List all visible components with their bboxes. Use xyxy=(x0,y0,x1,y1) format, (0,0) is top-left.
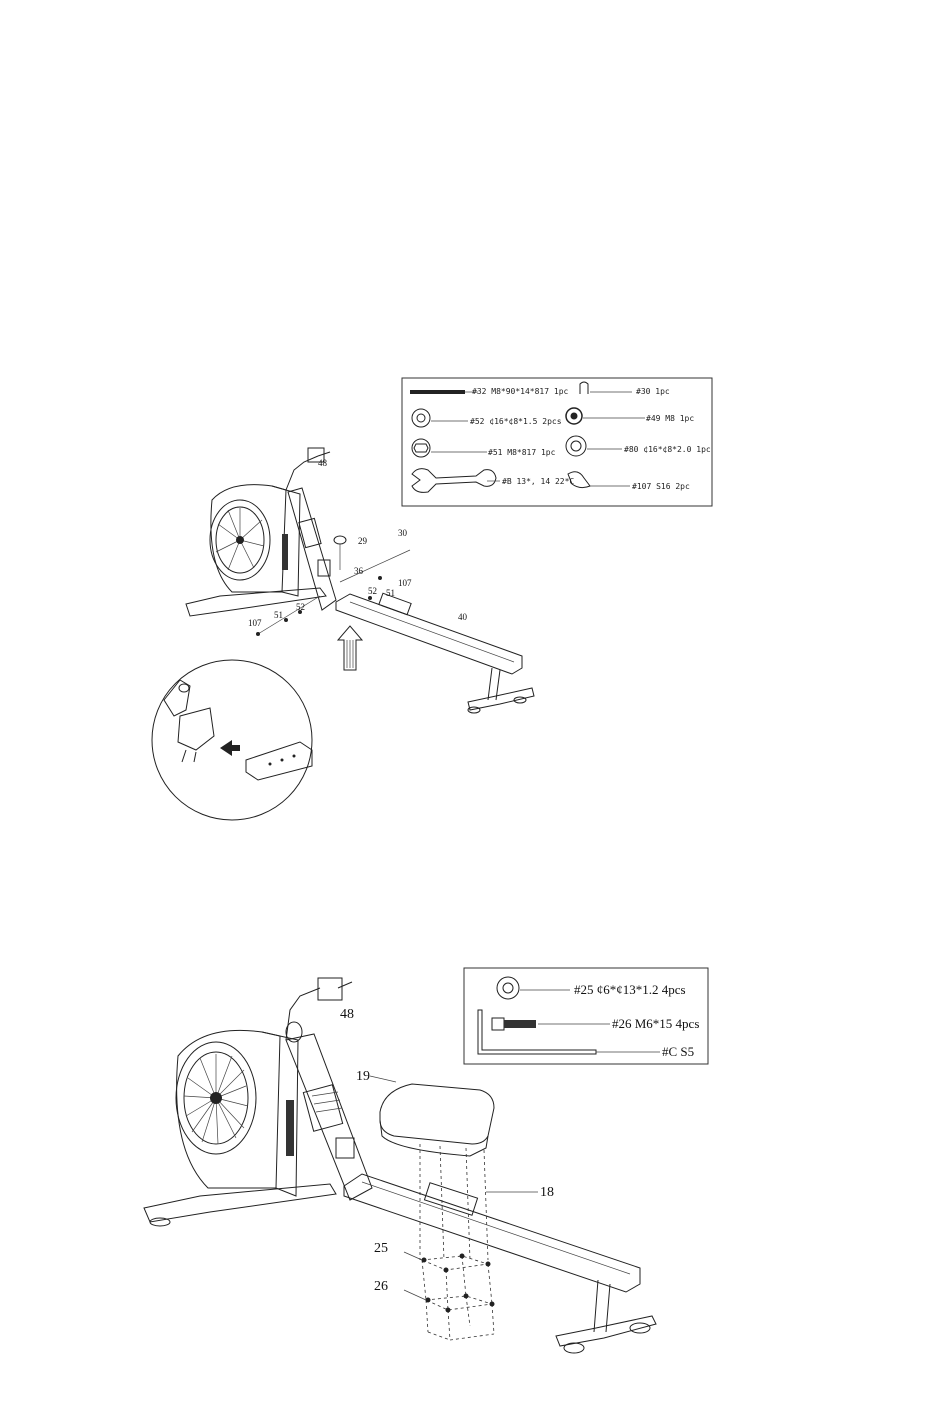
front-stabilizer-2 xyxy=(144,1184,336,1222)
part-label-51-right: 51 xyxy=(386,588,395,598)
seat-cushion xyxy=(370,1076,494,1156)
step1-detail-inset xyxy=(152,660,312,820)
part-label-107-left: 107 xyxy=(248,618,262,628)
rear-stabilizer xyxy=(468,668,534,713)
hardware-label-51: #51 M8*817 1pc xyxy=(488,448,556,457)
hardware-label-30: #30 1pc xyxy=(636,387,670,396)
handle-slot xyxy=(282,534,288,570)
step1-assembly-diagram: #32 M8*90*14*817 1pc #30 1pc #52 ¢16*¢8*… xyxy=(0,370,950,840)
leader-25 xyxy=(404,1252,422,1260)
hardware-label-49: #49 M8 1pc xyxy=(646,414,694,423)
part-label-40: 40 xyxy=(458,612,468,622)
hardware-label-wrench: #B 13*, 14 22*C xyxy=(502,477,574,486)
handle-grip-2 xyxy=(303,1085,342,1131)
leader-26 xyxy=(404,1290,426,1300)
handle-slot-2 xyxy=(286,1100,294,1156)
fan-housing-2 xyxy=(176,1030,298,1196)
hardware-label-32: #32 M8*90*14*817 1pc xyxy=(472,387,569,396)
step1-drawing: #32 M8*90*14*817 1pc #30 1pc #52 ¢16*¢8*… xyxy=(0,370,950,840)
part-label-19: 19 xyxy=(356,1069,370,1084)
part-label-107-right: 107 xyxy=(398,578,412,588)
step2-assembly-diagram: #25 ¢6*¢13*1.2 4pcs #26 M6*15 4pcs #C S5 xyxy=(0,960,950,1400)
front-column-2 xyxy=(286,1034,372,1200)
hardware-label-52: #52 ¢16*¢8*1.5 2pcs xyxy=(470,417,562,426)
hardware-label-26: #26 M6*15 4pcs xyxy=(612,1016,699,1031)
part-label-48-2: 48 xyxy=(340,1007,354,1022)
hardware-label-c: #C S5 xyxy=(662,1044,694,1059)
part-label-29: 29 xyxy=(358,536,368,546)
part-label-26: 26 xyxy=(374,1279,388,1294)
hardware-label-25: #25 ¢6*¢13*1.2 4pcs xyxy=(574,982,686,997)
part-label-48: 48 xyxy=(318,458,328,468)
hardware-label-107: #107 S16 2pc xyxy=(632,482,690,491)
part-label-18: 18 xyxy=(540,1185,554,1200)
hardware-label-80: #80 ¢16*¢8*2.0 1pc xyxy=(624,445,711,454)
step2-drawing: #25 ¢6*¢13*1.2 4pcs #26 M6*15 4pcs #C S5 xyxy=(0,960,950,1400)
insert-arrow-up xyxy=(338,626,362,670)
part-label-51-left: 51 xyxy=(274,610,283,620)
handle-grip xyxy=(299,518,321,547)
rear-stabilizer-2 xyxy=(556,1280,656,1353)
mount-bracket-2 xyxy=(336,1138,354,1158)
seat-rail xyxy=(336,593,522,674)
part-label-36: 36 xyxy=(354,566,364,576)
part-label-52-left: 52 xyxy=(296,602,305,612)
part-label-30: 30 xyxy=(398,528,408,538)
step2-hardware-box: #25 ¢6*¢13*1.2 4pcs #26 M6*15 4pcs #C S5 xyxy=(464,968,708,1064)
front-column xyxy=(288,488,336,610)
part-label-25: 25 xyxy=(374,1241,388,1256)
step1-hardware-box: #32 M8*90*14*817 1pc #30 1pc #52 ¢16*¢8*… xyxy=(402,378,712,506)
monitor-arm xyxy=(286,448,330,490)
part-label-52-right: 52 xyxy=(368,586,377,596)
pin-knob xyxy=(334,536,346,544)
assembly-guides xyxy=(420,1144,494,1340)
